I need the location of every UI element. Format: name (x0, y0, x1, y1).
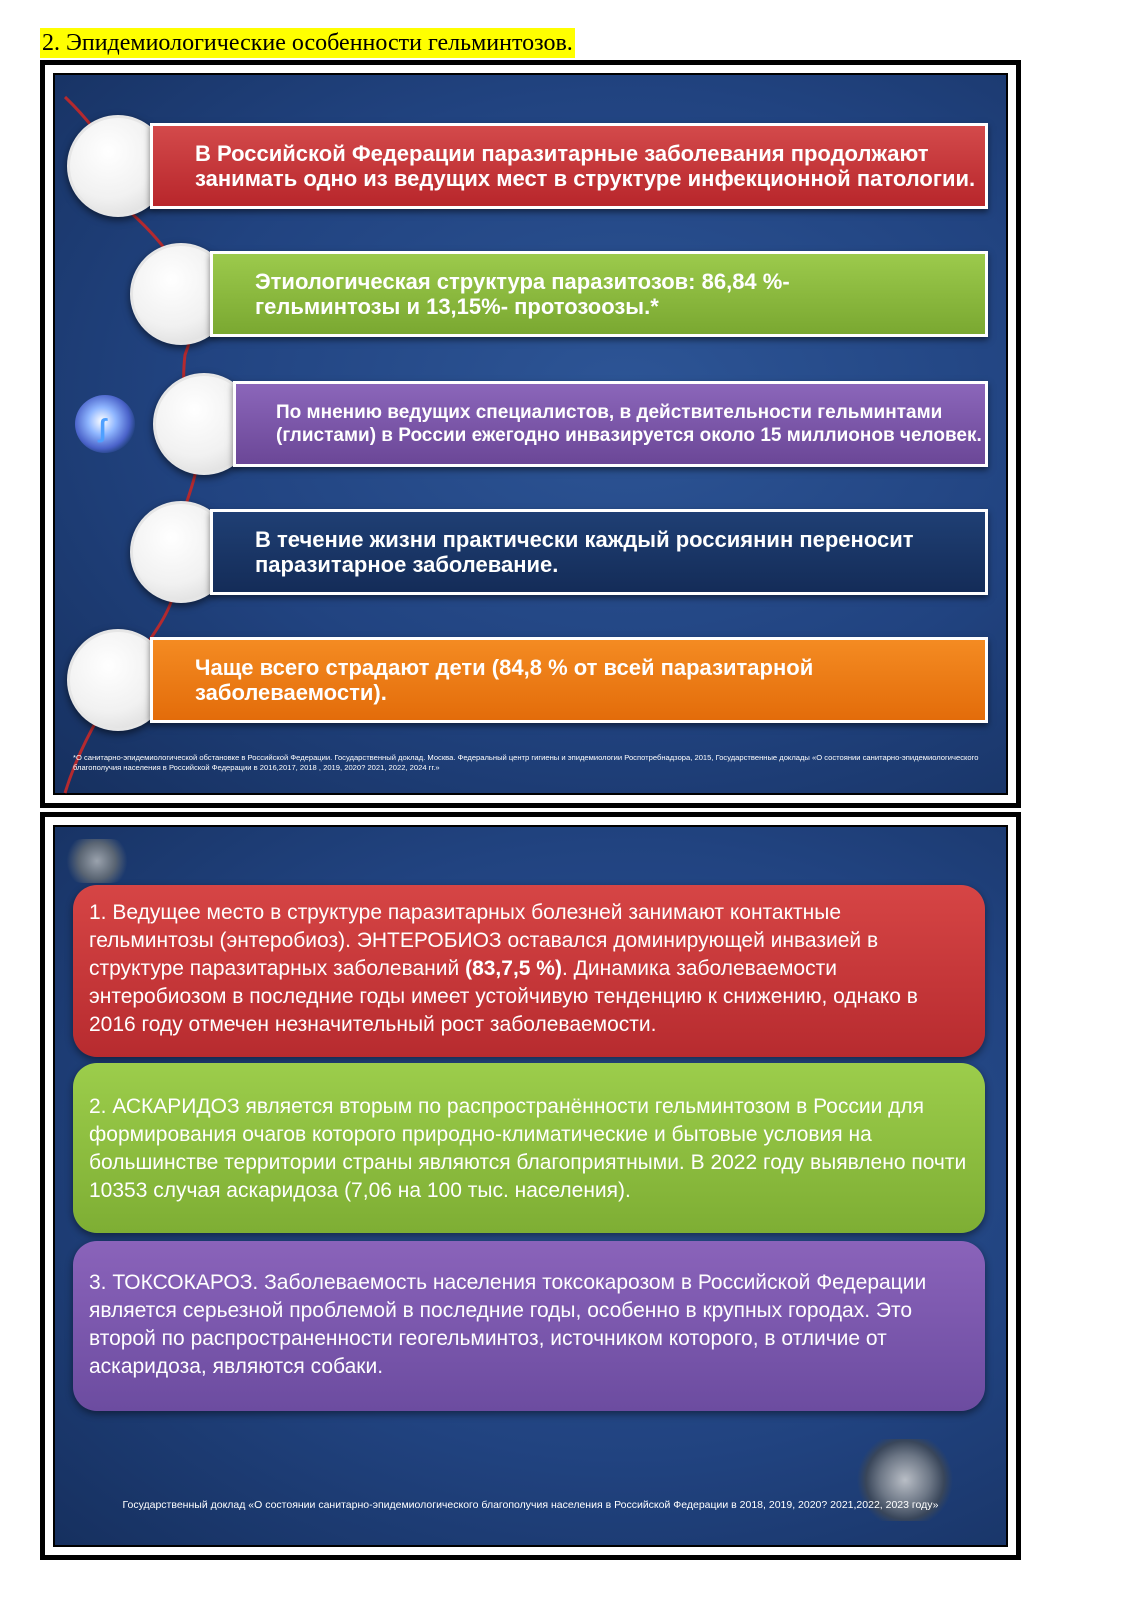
card-1-text-end: . Динамика заболеваемости энтеробиозом в… (89, 957, 918, 1036)
fact-bar-3: По мнению ведущих специалистов, в действ… (233, 381, 988, 467)
slide-2-background: 1. Ведущее место в структуре паразитарны… (53, 825, 1008, 1547)
card-1-text-start: 1. Ведущее место в структуре паразитарны… (89, 901, 879, 980)
slide-1-background: ʃ В Российской Федерации паразитарные за… (53, 73, 1008, 795)
logo-glyph-icon: ʃ (98, 413, 107, 443)
fact-text-1: В Российской Федерации паразитарные забо… (195, 141, 976, 191)
slide-1-footnote: *О санитарно-эпидемиологической обстанов… (73, 753, 979, 772)
slide-helminth-types: 1. Ведущее место в структуре паразитарны… (40, 812, 1021, 1560)
fact-text-4: В течение жизни практически каждый росси… (255, 527, 914, 577)
fact-bar-5: Чаще всего страдают дети (84,8 % от всей… (150, 637, 988, 723)
slide-2-footnote: Государственный доклад «О состоянии сани… (122, 1499, 939, 1511)
card-3-text: 3. ТОКСОКАРОЗ. Заболеваемость населения … (89, 1271, 927, 1378)
fact-bar-1: В Российской Федерации паразитарные забо… (150, 123, 988, 209)
organization-logo-icon (75, 395, 135, 453)
info-card-enterobiosis: 1. Ведущее место в структуре паразитарны… (73, 885, 985, 1057)
page-heading: 2. Эпидемиологические особенности гельми… (40, 28, 575, 58)
info-card-toxocariasis: 3. ТОКСОКАРОЗ. Заболеваемость населения … (73, 1241, 985, 1411)
fact-bar-4: В течение жизни практически каждый росси… (210, 509, 988, 595)
info-card-ascariasis: 2. АСКАРИДОЗ является вторым по распрост… (73, 1063, 985, 1233)
parasite-photo-thumbnail (63, 839, 131, 883)
fact-text-3: По мнению ведущих специалистов, в действ… (276, 402, 982, 446)
card-1-percent: (83,7,5 %) (465, 957, 562, 980)
fact-text-2: Этиологическая структура паразитозов: 86… (255, 269, 790, 319)
parasite-egg-photo (857, 1439, 953, 1521)
card-2-text: 2. АСКАРИДОЗ является вторым по распрост… (89, 1095, 967, 1202)
slide-paraziti-statistics: ʃ В Российской Федерации паразитарные за… (40, 60, 1021, 808)
fact-text-5: Чаще всего страдают дети (84,8 % от всей… (195, 655, 814, 705)
fact-bar-2: Этиологическая структура паразитозов: 86… (210, 251, 988, 337)
